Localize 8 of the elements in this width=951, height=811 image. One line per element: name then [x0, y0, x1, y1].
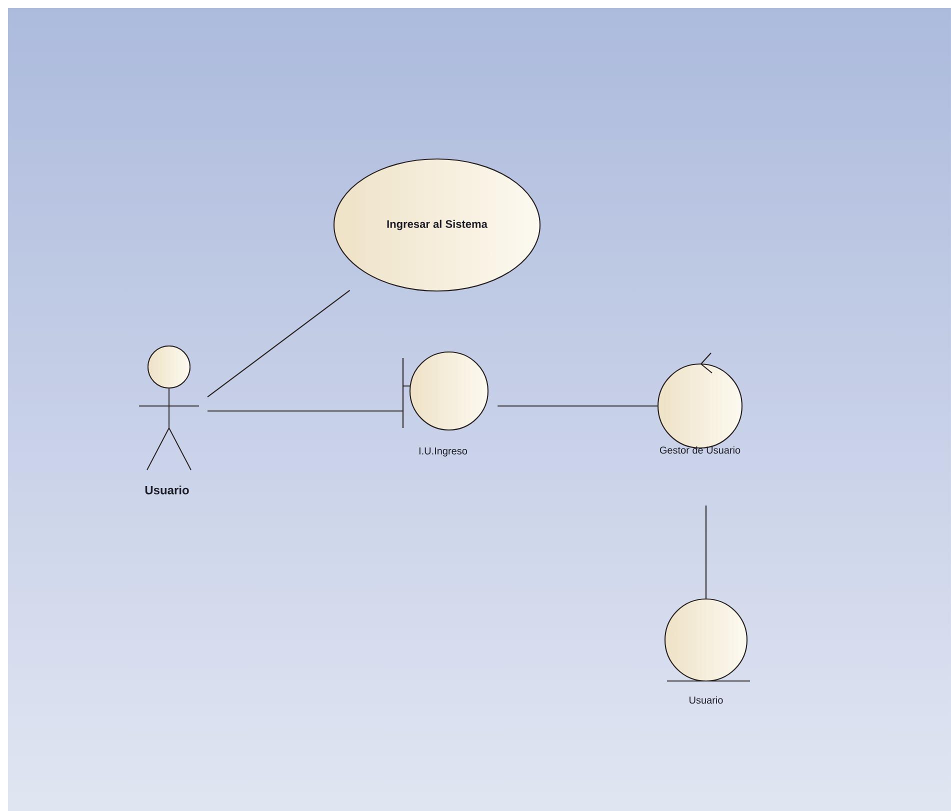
connector-line: [207, 290, 350, 398]
connector-line: [705, 506, 707, 598]
object-label: Gestor de Usuario: [660, 446, 740, 454]
object-label: I.U.Ingreso: [419, 448, 468, 456]
object-label: Usuario: [690, 696, 723, 704]
connector-line: [208, 410, 402, 412]
connector-line: [498, 405, 658, 407]
actor-name: Usuario: [145, 486, 189, 494]
